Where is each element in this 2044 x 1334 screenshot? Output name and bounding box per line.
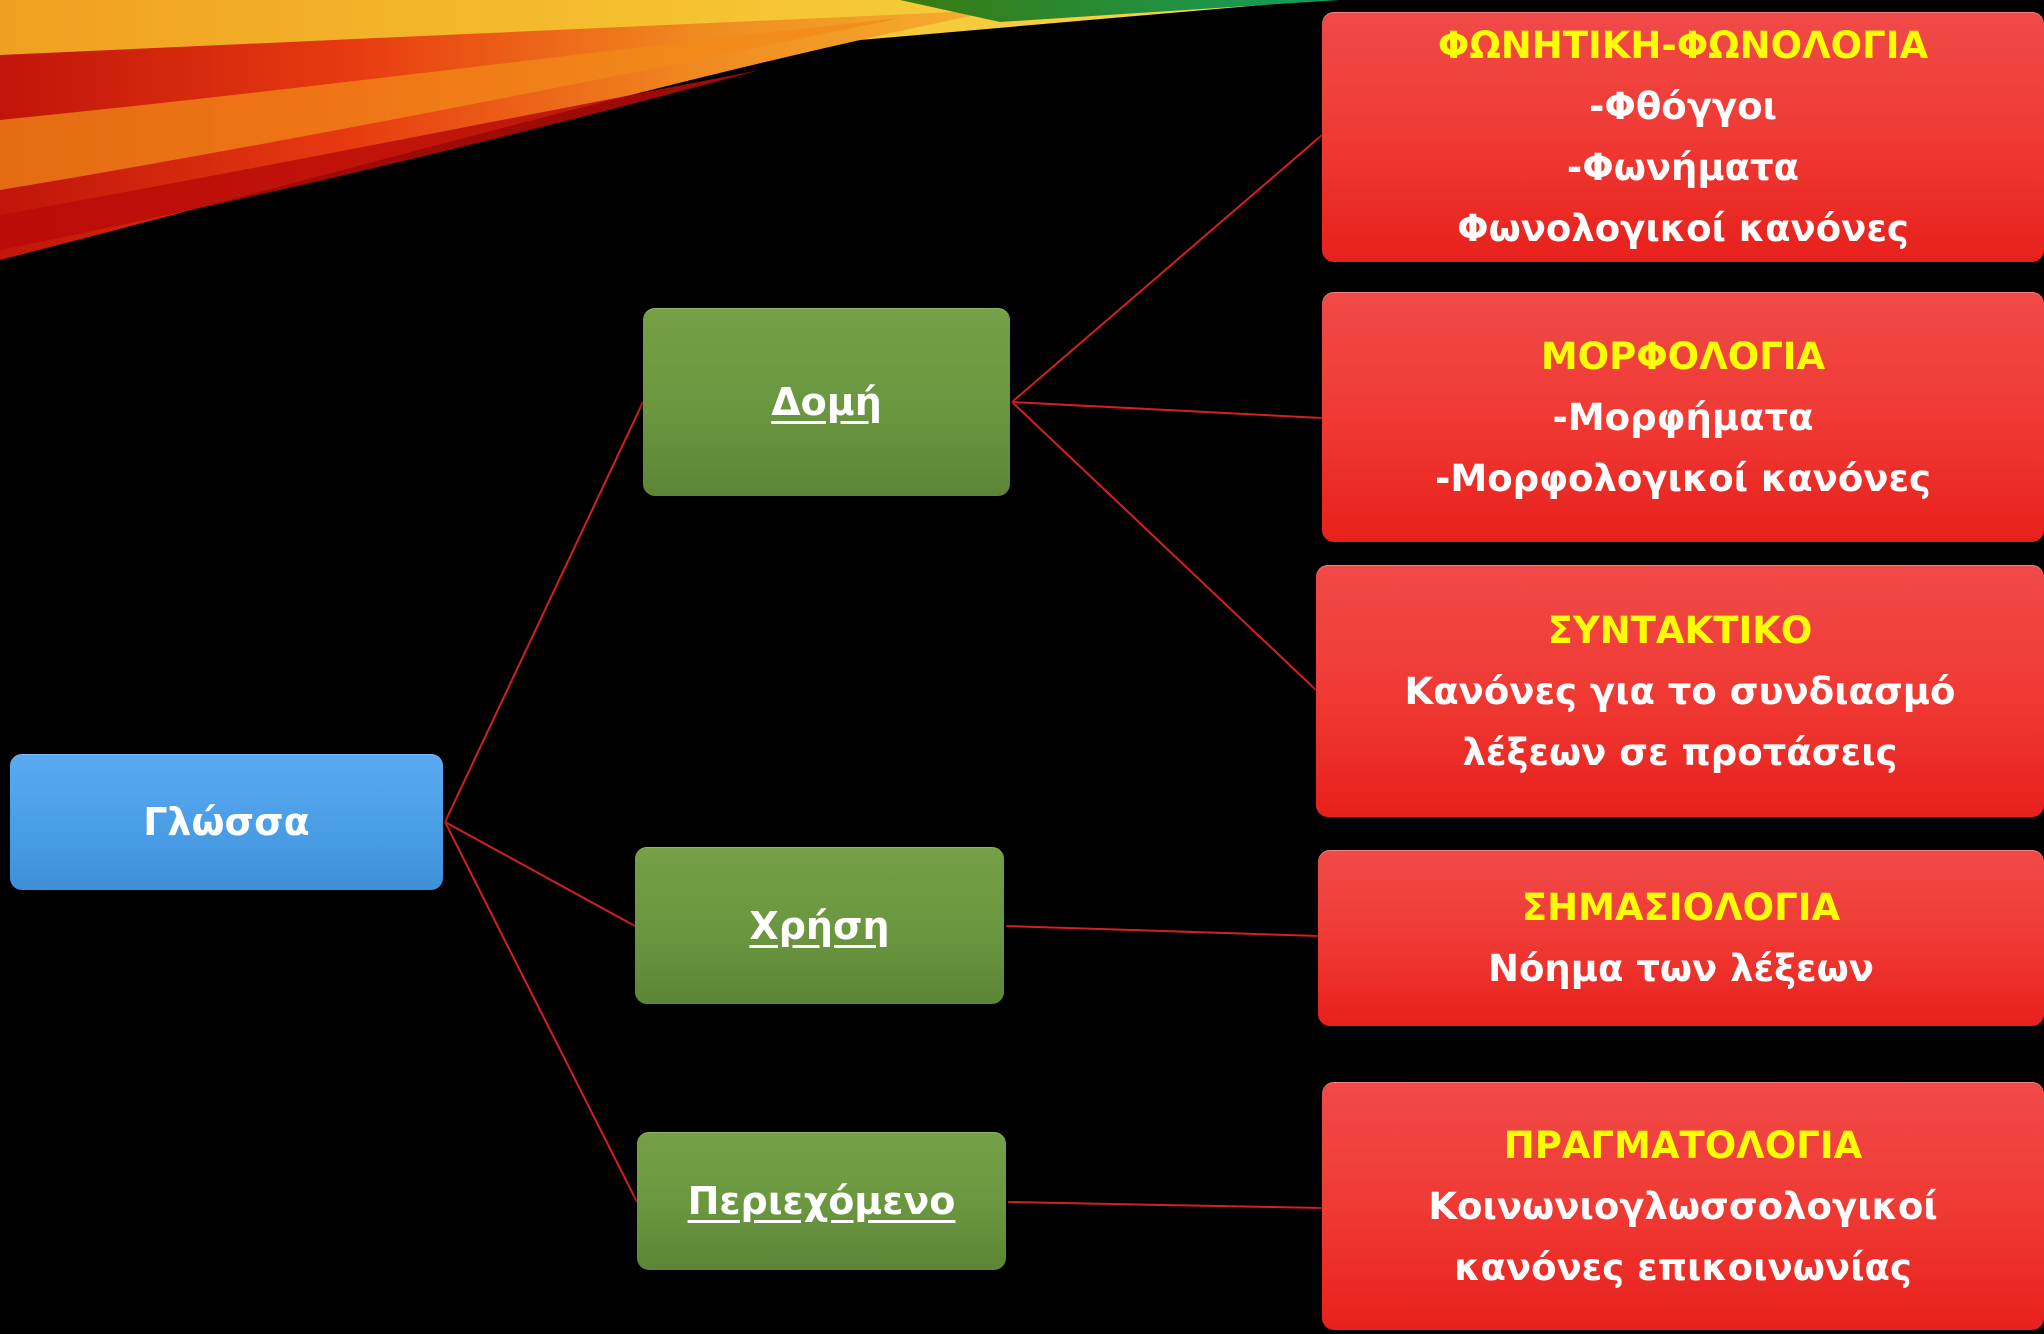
connector-xrisi-to-simasiologia — [1005, 925, 1319, 937]
node-fonitiki-fonologia: ΦΩΝΗΤΙΚΗ-ΦΩΝΟΛΟΓΙΑ -Φθόγγοι -Φωνήματα Φω… — [1322, 12, 2044, 262]
corner-swoosh-decoration — [0, 0, 1340, 260]
connector-root-to-domi — [444, 401, 644, 823]
connector-root-to-xrisi — [444, 821, 636, 927]
connector-periexomeno-to-pragmatologia — [1007, 1201, 1323, 1209]
node-syntaktiko-title: ΣΥΝΤΑΚΤΙΚΟ — [1547, 608, 1813, 652]
node-morfologia: ΜΟΡΦΟΛΟΓΙΑ -Μορφήματα -Μορφολογικοί κανό… — [1322, 292, 2044, 542]
node-fonitiki-line-1: -Φθόγγοι — [1589, 85, 1777, 128]
connector-domi-to-fonitiki — [1011, 134, 1323, 403]
node-fonitiki-line-2: -Φωνήματα — [1566, 146, 1800, 189]
node-syntaktiko-line-1: Κανόνες για το συνδιασμό — [1404, 669, 1956, 713]
node-periexomeno: Περιεχόμενο — [637, 1132, 1006, 1270]
node-fonitiki-line-3: Φωνολογικοί κανόνες — [1457, 207, 1909, 250]
connector-lines — [444, 134, 1323, 1209]
node-simasiologia: ΣΗΜΑΣΙΟΛΟΓΙΑ Νόημα των λέξεων — [1318, 850, 2044, 1026]
node-glossa: Γλώσσα — [10, 754, 443, 890]
node-syntaktiko-line-2: λέξεων σε προτάσεις — [1462, 730, 1898, 774]
node-domi-label: Δομή — [771, 380, 882, 424]
node-pragmatologia-line-1: Κοινωνιογλωσσολογικοί — [1428, 1184, 1938, 1228]
node-xrisi: Χρήση — [635, 847, 1004, 1004]
node-pragmatologia-line-2: κανόνες επικοινωνίας — [1454, 1245, 1912, 1289]
node-glossa-label: Γλώσσα — [143, 800, 310, 844]
node-syntaktiko: ΣΥΝΤΑΚΤΙΚΟ Κανόνες για το συνδιασμό λέξε… — [1316, 565, 2044, 817]
node-periexomeno-label: Περιεχόμενο — [687, 1179, 956, 1223]
node-morfologia-line-1: -Μορφήματα — [1552, 395, 1814, 439]
node-xrisi-label: Χρήση — [749, 903, 890, 948]
node-domi: Δομή — [643, 308, 1010, 496]
node-pragmatologia: ΠΡΑΓΜΑΤΟΛΟΓΙΑ Κοινωνιογλωσσολογικοί κανό… — [1322, 1082, 2044, 1330]
node-morfologia-line-2: -Μορφολογικοί κανόνες — [1435, 456, 1931, 500]
node-fonitiki-title: ΦΩΝΗΤΙΚΗ-ΦΩΝΟΛΟΓΙΑ — [1437, 24, 1929, 67]
connector-domi-to-syntaktiko — [1011, 401, 1317, 691]
node-simasiologia-line-1: Νόημα των λέξεων — [1488, 947, 1874, 990]
node-simasiologia-title: ΣΗΜΑΣΙΟΛΟΓΙΑ — [1521, 886, 1841, 929]
connector-root-to-periexomeno — [444, 821, 638, 1203]
node-pragmatologia-title: ΠΡΑΓΜΑΤΟΛΟΓΙΑ — [1503, 1123, 1863, 1167]
node-morfologia-title: ΜΟΡΦΟΛΟΓΙΑ — [1540, 334, 1826, 378]
connector-domi-to-morfologia — [1011, 401, 1323, 419]
